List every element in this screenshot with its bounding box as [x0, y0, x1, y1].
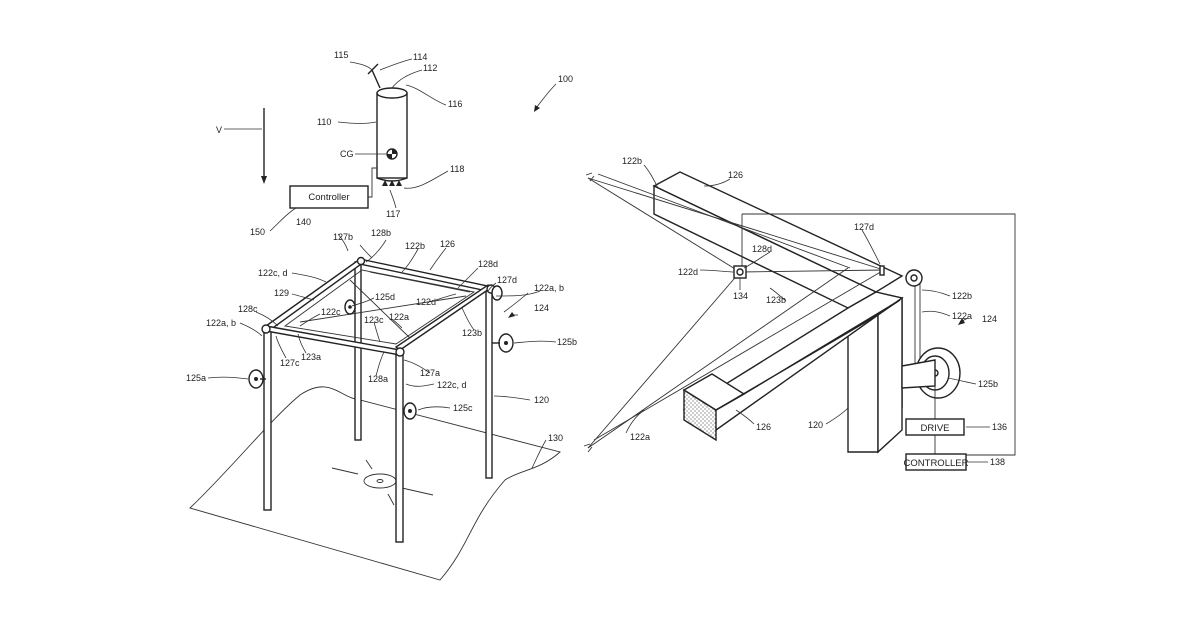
label-114: 114 [413, 52, 427, 62]
label-128b: 128b [371, 228, 391, 238]
label-123b: 123b [462, 328, 482, 338]
label-117: 117 [386, 209, 400, 219]
label-120: 120 [534, 395, 549, 405]
cables [584, 173, 1015, 455]
label-122cd-top: 122c, d [258, 268, 288, 278]
drive-label: DRIVE [920, 423, 949, 434]
label-127c: 127c [280, 358, 300, 368]
controller-label: Controller [308, 192, 349, 203]
label-118: 118 [450, 164, 464, 174]
label-115: 115 [334, 50, 348, 60]
label-128c: 128c [238, 304, 258, 314]
label-r128d: 128d [752, 244, 772, 254]
pulley-back-right [492, 286, 502, 300]
controller-caps-label: CONTROLLER [904, 458, 969, 469]
label-128a: 128a [368, 374, 388, 384]
label-122d: 122d [416, 297, 436, 307]
ground-surface [190, 387, 560, 580]
label-110: 110 [317, 117, 331, 127]
label-129: 129 [274, 288, 289, 298]
label-122cd-bottom: 122c, d [437, 380, 467, 390]
label-127d: 127d [497, 275, 517, 285]
label-r124: 124 [982, 314, 997, 324]
winch-125b [902, 348, 960, 398]
label-r120: 120 [808, 420, 823, 430]
label-r136: 136 [992, 422, 1007, 432]
cg-label: CG [340, 149, 354, 159]
label-124: 124 [534, 303, 549, 313]
label-126: 126 [440, 239, 455, 249]
label-116: 116 [448, 99, 462, 109]
label-r126-bottom: 126 [756, 422, 771, 432]
label-r122d: 122d [678, 267, 698, 277]
label-r122a-right: 122a [952, 311, 972, 321]
pulley-125b [492, 334, 513, 352]
label-122c: 122c [321, 307, 341, 317]
label-112: 112 [423, 63, 437, 73]
label-r138: 138 [990, 457, 1005, 467]
label-125b: 125b [557, 337, 577, 347]
label-r122a-bottom: 122a [630, 432, 650, 442]
velocity-label: V [216, 125, 222, 135]
label-r123b: 123b [766, 295, 786, 305]
label-122ab-left: 122a, b [206, 318, 236, 328]
label-130: 130 [548, 433, 563, 443]
label-r122b-right: 122b [952, 291, 972, 301]
label-125a: 125a [186, 373, 206, 383]
pulley-125d [345, 300, 355, 314]
pulley-125c [404, 403, 416, 419]
label-128d: 128d [478, 259, 498, 269]
label-127b: 127b [333, 232, 353, 242]
label-125c: 125c [453, 403, 473, 413]
label-r122b-top: 122b [622, 156, 642, 166]
label-123c: 123c [364, 315, 384, 325]
label-125d: 125d [375, 292, 395, 302]
figure-ref-100: 100 [558, 74, 573, 84]
drive-box-136: DRIVE [906, 419, 964, 435]
label-150: 150 [250, 227, 265, 237]
label-r134: 134 [733, 291, 748, 301]
label-r125b: 125b [978, 379, 998, 389]
label-r126-top: 126 [728, 170, 743, 180]
label-127a: 127a [420, 368, 440, 378]
label-122ab-right: 122a, b [534, 283, 564, 293]
label-122b: 122b [405, 241, 425, 251]
label-123a: 123a [301, 352, 321, 362]
controller-box-138: CONTROLLER [904, 454, 969, 470]
label-r127d: 127d [854, 222, 874, 232]
label-140: 140 [296, 217, 311, 227]
label-122a: 122a [389, 312, 409, 322]
landing-target [332, 460, 433, 505]
